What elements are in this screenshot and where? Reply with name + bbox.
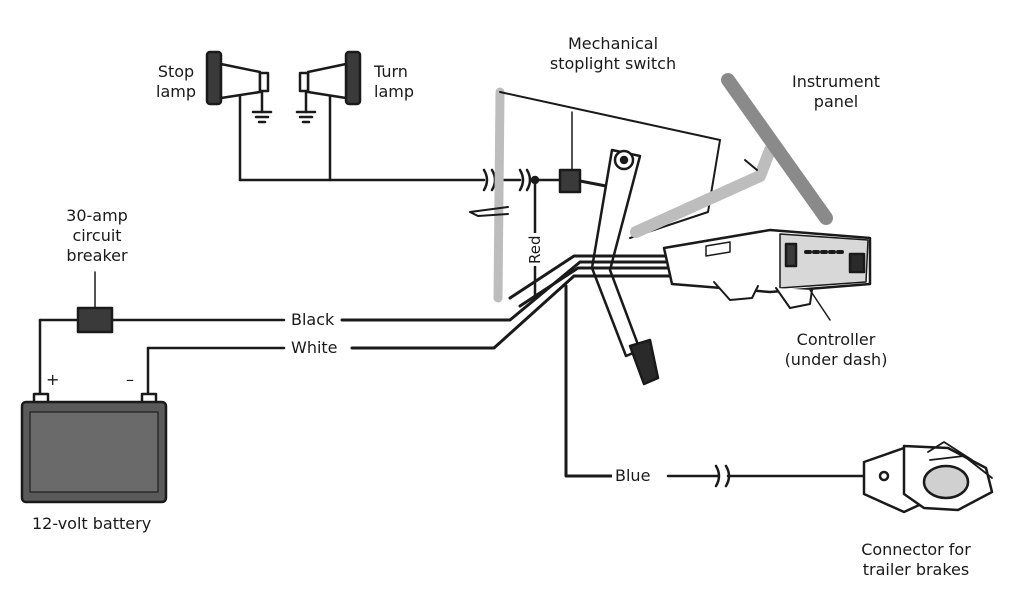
white-wire-label: White — [288, 338, 341, 358]
controller-icon — [662, 228, 872, 321]
turn-lamp-label-line: lamp — [374, 82, 414, 101]
instrument-panel-label-line: Instrument — [791, 72, 881, 91]
turn-lamp-icon — [295, 50, 362, 182]
stoplight-switch-label-line: stoplight switch — [549, 54, 677, 73]
circuit-breaker-label-line: circuit — [72, 226, 122, 245]
battery-plus-label: + — [46, 370, 60, 389]
stoplight-switch-label-line: Mechanical — [567, 34, 659, 53]
controller-label: Controller (under dash) — [776, 330, 896, 370]
stop-lamp-label-line: Stop — [157, 62, 195, 81]
turn-lamp-label-line: Turn — [374, 62, 408, 81]
controller-label-line: Controller — [796, 330, 876, 349]
blue-wire-label: Blue — [612, 466, 654, 486]
connector-label: Connector for trailer brakes — [846, 540, 986, 580]
lamp-wire — [238, 168, 564, 192]
battery-minus-label: – — [126, 370, 134, 389]
battery-icon — [20, 392, 168, 504]
instrument-panel-label: Instrument panel — [786, 72, 886, 112]
black-wire-label: Black — [288, 310, 338, 330]
connector-label-line: Connector for — [861, 540, 971, 559]
red-wire-label: Red — [526, 233, 544, 266]
controller-label-line: (under dash) — [784, 350, 888, 369]
stop-lamp-icon — [205, 50, 273, 182]
stop-lamp-label: Stop lamp — [146, 62, 206, 102]
stoplight-switch-label: Mechanical stoplight switch — [536, 34, 690, 74]
circuit-breaker-label: 30-amp circuit breaker — [62, 206, 132, 266]
trailer-connector-icon — [862, 441, 994, 514]
connector-label-line: trailer brakes — [862, 560, 970, 579]
battery-circuit — [38, 318, 286, 398]
instrument-panel-label-line: panel — [813, 92, 859, 111]
blue-wire — [666, 464, 868, 488]
battery-label: 12-volt battery — [32, 514, 152, 533]
instrument-panel — [469, 73, 833, 303]
turn-lamp-label: Turn lamp — [374, 62, 414, 102]
circuit-breaker-label-line: 30-amp — [66, 206, 128, 225]
wire-harness — [340, 254, 674, 478]
stop-lamp-label-line: lamp — [156, 82, 196, 101]
stoplight-switch-icon — [558, 111, 608, 194]
circuit-breaker-icon — [76, 271, 114, 334]
circuit-breaker-label-line: breaker — [66, 246, 128, 265]
